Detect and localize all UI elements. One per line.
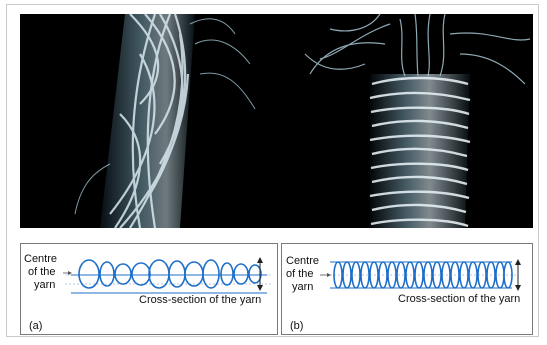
caption-b: (b) (290, 320, 303, 332)
cross-section-label-b: Cross-section of the yarn (398, 293, 520, 305)
uniform-fibre-loops (334, 262, 512, 288)
yarn-micrograph-photo (20, 14, 533, 228)
thickness-arrow (257, 257, 263, 291)
centre-pointer-arrow-b (320, 273, 331, 277)
left-yarn-strand (75, 14, 255, 228)
cross-section-label-a: Cross-section of the yarn (139, 294, 261, 306)
diagram-panel-b: Centre of the yarn Cross-section of the … (281, 243, 533, 335)
centre-label-a-line1: Centre (24, 253, 57, 265)
caption-a: (a) (29, 320, 42, 332)
yarn-cross-section-diagram-b (282, 244, 534, 336)
centre-label-a-line3: yarn (34, 279, 55, 291)
centre-label-b-line1: Centre (286, 255, 319, 267)
diagram-panel-a: Centre of the yarn Cross-section of the … (20, 243, 278, 335)
yarn-micrograph-image (20, 14, 533, 228)
centre-pointer-arrow (63, 271, 72, 275)
centre-label-a-line2: of the (28, 266, 56, 278)
yarn-cross-section-diagram-a (21, 244, 279, 336)
right-yarn-strand (305, 14, 530, 228)
centre-label-b-line2: of the (286, 268, 314, 280)
centre-label-b-line3: yarn (292, 281, 313, 293)
